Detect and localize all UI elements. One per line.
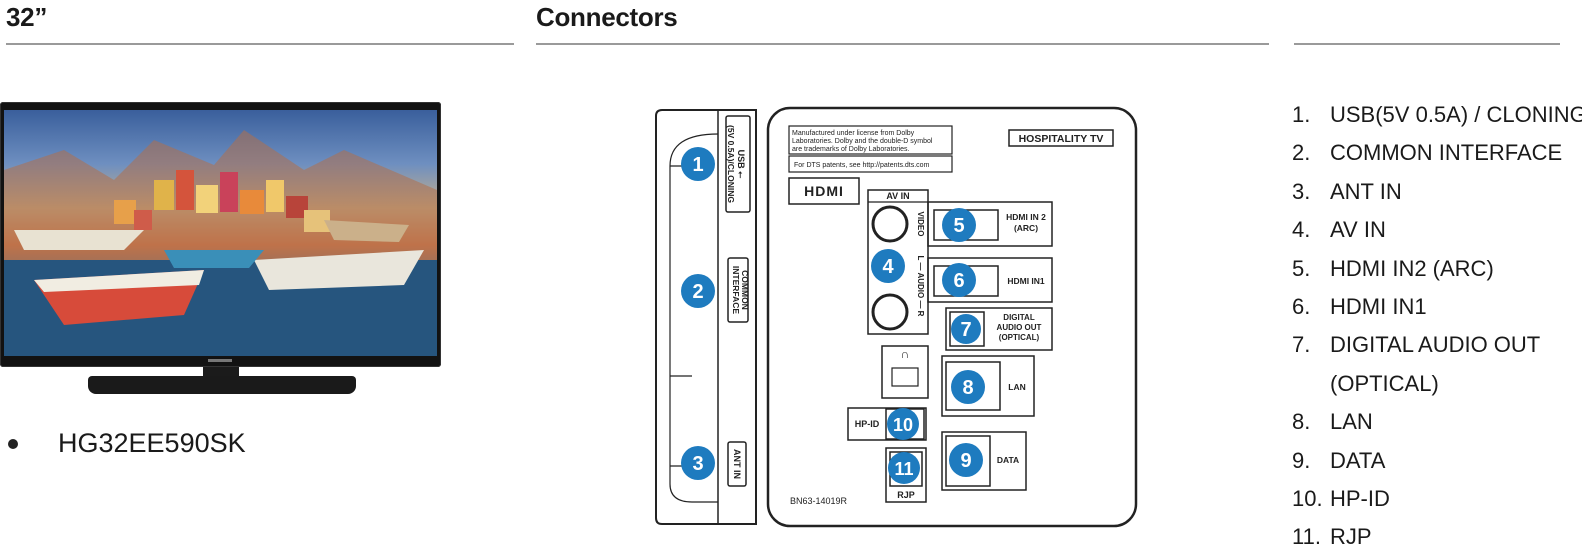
connector-list-item: 9.DATA: [1292, 447, 1386, 473]
callout-9: [949, 443, 983, 477]
hospitality-badge: HOSPITALITY TV: [1019, 133, 1104, 145]
callout-6: [942, 263, 976, 297]
callout-11: [888, 452, 920, 484]
dolby-text-2: Laboratories. Dolby and the double-D sym…: [792, 138, 933, 145]
middle-divider: [536, 43, 1269, 45]
dts-text: For DTS patents, see http://patents.dts.…: [794, 162, 930, 169]
callout-3: [681, 446, 715, 480]
callout-11-number: 11: [894, 459, 913, 479]
ant-in-side-label: ANT IN: [732, 449, 742, 479]
audio-label: L — AUDIO — R: [916, 256, 925, 317]
model-name: HG32EE590SK: [58, 428, 246, 458]
dolby-text-3: are trademarks of Dolby Laboratories.: [792, 146, 910, 153]
dolby-text-1: Manufactured under license from Dolby: [792, 130, 915, 137]
callout-5-number: 5: [953, 215, 964, 237]
tv-bezel: [0, 102, 441, 367]
hdmi-in1-label: HDMI IN1: [1007, 276, 1045, 286]
callout-3-number: 3: [692, 453, 703, 475]
connector-list-item: 4.AV IN: [1292, 217, 1386, 243]
callout-8: [951, 370, 985, 404]
connector-panel-diagram: USB ⭠ (5V 0.5A)/CLONING COMMON INTERFACE…: [655, 106, 1138, 528]
screen-scene: [4, 130, 437, 356]
tv-stand-base: [88, 376, 356, 394]
connector-list-item: 10.HP-ID: [1292, 485, 1390, 511]
digital-label-1: DIGITAL: [1003, 313, 1035, 322]
av-in-label: AV IN: [886, 191, 909, 201]
callout-5: [942, 208, 976, 242]
tv-product-image: [0, 102, 445, 394]
callout-1-number: 1: [692, 154, 703, 176]
callout-10: [887, 408, 919, 440]
headphone-icon: ∩: [901, 347, 910, 361]
connector-list-item: 11.RJP: [1292, 524, 1372, 550]
hdmi-in2-label-1: HDMI IN 2: [1006, 212, 1046, 222]
callout-1: [681, 147, 715, 181]
connector-list-item: 7.DIGITAL AUDIO OUT (OPTICAL): [1292, 332, 1540, 396]
tv-brand-logo: [208, 359, 232, 362]
part-number: BN63-14019R: [790, 496, 848, 506]
connector-list-item: 2.COMMON INTERFACE: [1292, 140, 1563, 166]
side-panel-outline: [655, 109, 757, 525]
video-label: VIDEO: [916, 212, 925, 237]
data-label: DATA: [997, 455, 1019, 465]
ci-side-label-2: INTERFACE: [731, 266, 741, 315]
ci-side-label-1: COMMON: [740, 270, 750, 310]
connectors-heading: Connectors: [536, 2, 678, 32]
digital-label-2: AUDIO OUT: [997, 323, 1042, 332]
rjp-label: RJP: [897, 490, 915, 500]
callout-4-number: 4: [882, 256, 894, 278]
callout-7-number: 7: [960, 319, 971, 341]
digital-label-3: (OPTICAL): [999, 333, 1040, 342]
connector-list-item: 1.USB(5V 0.5A) / CLONING: [1292, 102, 1582, 127]
connector-list-item: 3.ANT IN: [1292, 178, 1402, 204]
hdmi-logo: HDMI: [804, 183, 844, 199]
connector-list-item: 8.LAN: [1292, 409, 1373, 435]
connector-list-item: 5.HDMI IN2 (ARC): [1292, 255, 1494, 281]
connector-list-item: 6.HDMI IN1: [1292, 293, 1427, 319]
callout-7: [951, 314, 981, 344]
model-list-item: HG32EE590SK: [8, 428, 246, 459]
left-divider: [6, 43, 514, 45]
size-heading: 32”: [6, 2, 48, 32]
lan-label: LAN: [1008, 382, 1025, 392]
callout-10-number: 10: [893, 415, 913, 435]
callout-2: [681, 274, 715, 308]
callout-6-number: 6: [953, 270, 964, 292]
right-divider: [1294, 43, 1560, 45]
hp-id-label: HP-ID: [855, 419, 880, 429]
callout-2-number: 2: [692, 281, 703, 303]
callout-4: [871, 249, 905, 283]
hdmi-in2-label-2: (ARC): [1014, 223, 1038, 233]
main-panel-outline: [766, 106, 1138, 528]
tv-screen: [4, 110, 437, 356]
callout-8-number: 8: [962, 377, 973, 399]
callout-9-number: 9: [960, 450, 971, 472]
connector-list: 1.USB(5V 0.5A) / CLONING 2.COMMON INTERF…: [1292, 96, 1582, 557]
usb-side-sublabel: (5V 0.5A)/CLONING: [726, 125, 736, 203]
usb-side-label: USB ⭠: [736, 150, 746, 180]
tv-stand-neck: [203, 367, 239, 377]
bullet-icon: [8, 438, 18, 449]
